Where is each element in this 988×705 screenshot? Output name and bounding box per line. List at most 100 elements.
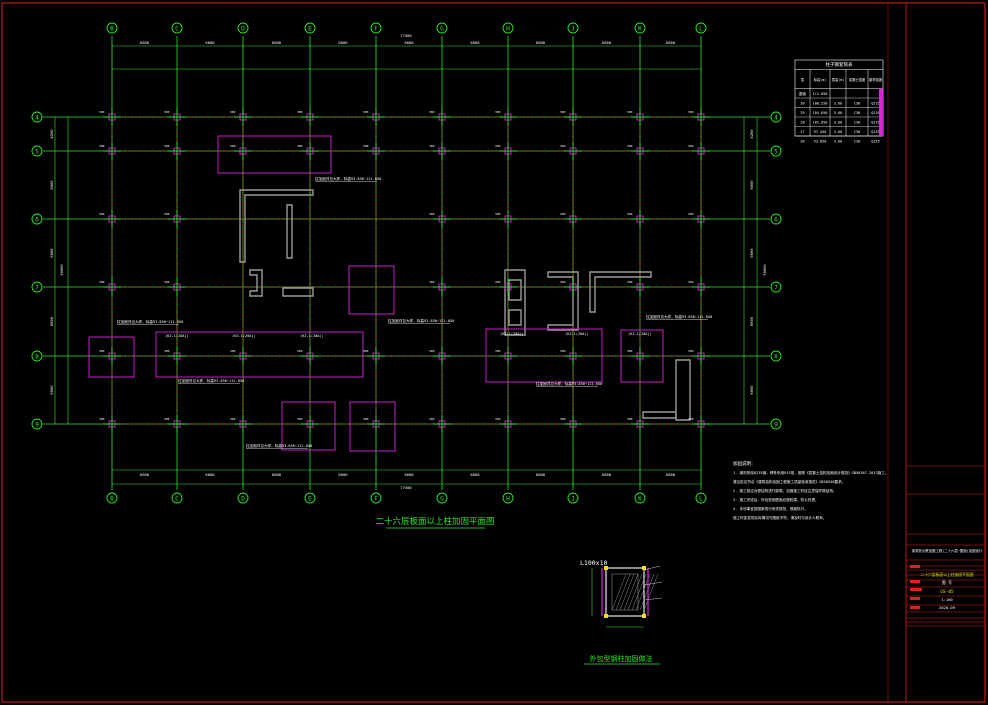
- axis-bubble: [695, 492, 707, 504]
- callout-text: 柱加固详见大样，标高93.850~111.050: [646, 314, 712, 319]
- column-label: 300: [627, 110, 633, 114]
- column-label: 300: [627, 417, 633, 421]
- detail-hatch: [631, 573, 647, 611]
- dimension-text: 6600: [404, 40, 414, 45]
- column-label: 300: [627, 212, 633, 216]
- columns: 300 300 300 300 300 300 300 300 300 300 300 300 300 3…: [99, 108, 710, 433]
- table-cell: 26: [800, 140, 804, 144]
- detail-title: 外包型钢柱加固做法: [590, 654, 653, 663]
- axis-bubble-label: L: [699, 495, 703, 502]
- detail-hatch: [611, 573, 627, 611]
- strengthening-zones: [88, 135, 664, 452]
- column-label: 300: [99, 212, 105, 216]
- table-cell: 97.450: [814, 130, 827, 134]
- table-header: 层: [801, 77, 805, 82]
- axis-bubble-label: 9: [35, 421, 39, 428]
- core-wall: [239, 189, 314, 263]
- core-wall: [504, 269, 526, 336]
- column-label: 300: [688, 417, 694, 421]
- column-label: 300: [99, 417, 105, 421]
- axis-bubble: [171, 492, 183, 504]
- column-label: 300: [627, 349, 633, 353]
- column-label: 300: [363, 110, 369, 114]
- axis-bubble: [31, 145, 43, 157]
- dimension-overall: 77400: [400, 485, 412, 490]
- dimension-text: 6600: [536, 40, 546, 45]
- strengthening-zone-box: [349, 401, 396, 452]
- axis-bubble-label: 4: [774, 114, 778, 121]
- table-cell: 3.60: [834, 121, 842, 125]
- table-cell: C30: [854, 130, 860, 134]
- detail-hatch: [623, 573, 639, 611]
- column-label: 300: [164, 417, 170, 421]
- column-tag: (KZ-1(20A)): [500, 332, 524, 336]
- axis-bubble: [770, 145, 782, 157]
- axis-bubble: [106, 492, 118, 504]
- table-cell: Q235: [871, 130, 879, 134]
- column-label: 300: [688, 349, 694, 353]
- axis-bubble: [502, 492, 514, 504]
- column-label: 300: [688, 212, 694, 216]
- axis-bubble-label: 8: [774, 353, 778, 360]
- dimension-text: 6600: [749, 316, 754, 326]
- detail-hatch: [619, 573, 635, 611]
- note-line: 灌注胶应符合《建筑结构加固工程施工质量验收规范》GB50550要求。: [733, 479, 845, 484]
- dimension-text: 6600: [140, 40, 150, 45]
- axis-bubble-label: F: [374, 495, 378, 502]
- table-cell: 3.60: [834, 140, 842, 144]
- dimension-text: 6600: [205, 40, 215, 45]
- core-wall: [249, 269, 263, 297]
- column-label: 300: [99, 144, 105, 148]
- dimension-overall: 77400: [400, 33, 412, 38]
- axis-bubble: [502, 22, 514, 34]
- column-label: 300: [560, 144, 566, 148]
- tb-date: 2020.09: [939, 605, 956, 610]
- core-walls: [239, 189, 691, 421]
- table-header: 混凝土强度: [849, 77, 866, 82]
- strengthening-zone-box: [88, 336, 135, 378]
- axis-bubble-label: 7: [35, 284, 39, 291]
- column-label: 300: [688, 110, 694, 114]
- column-label: 300: [230, 349, 236, 353]
- detail-angle-steel: [604, 566, 608, 570]
- dimension-text: 4200: [749, 129, 754, 139]
- axis-bubble: [370, 492, 382, 504]
- dimension-text: 6600: [49, 385, 54, 395]
- strengthening-zone-box: [485, 328, 603, 383]
- table-cell: 30: [800, 102, 804, 106]
- column-label: 300: [560, 110, 566, 114]
- axis-bubble: [770, 213, 782, 225]
- axis-bubble-label: 5: [35, 148, 39, 155]
- column-label: 300: [99, 280, 105, 284]
- note-line: 3. 施工完成后，外包型钢表面应做防腐、防火处理。: [733, 497, 819, 502]
- detail-hatch: [615, 573, 631, 611]
- axis-bubble: [370, 22, 382, 34]
- dimension-text: 6600: [666, 40, 676, 45]
- axis-bubble-label: J: [571, 495, 575, 502]
- column-label: 300: [164, 110, 170, 114]
- tb-project: 某商务大厦加固工程(二十六层~屋面)加固设计: [912, 548, 983, 553]
- column-label: 300: [297, 110, 303, 114]
- axis-bubble-label: E: [308, 25, 312, 32]
- axis-bubble-label: G: [440, 25, 444, 32]
- table-cell: Q235: [871, 140, 879, 144]
- table-cell: 101.050: [813, 121, 828, 125]
- table-cell: C30: [854, 111, 860, 115]
- core-wall: [675, 359, 691, 421]
- axis-bubble: [237, 492, 249, 504]
- table-cell: 3.60: [834, 102, 842, 106]
- axis-bubble-label: 9: [774, 421, 778, 428]
- column-label: 300: [429, 417, 435, 421]
- axis-bubble-label: 5: [774, 148, 778, 155]
- detail-hatch: [643, 573, 659, 611]
- titleblock-stamp: [910, 580, 920, 583]
- axis-bubble-label: J: [571, 25, 575, 32]
- callout-text: 柱加固详见大样，标高93.850~111.050: [178, 378, 244, 383]
- axis-bubble: [304, 22, 316, 34]
- axis-bubble-label: 6: [35, 216, 39, 223]
- axis-bubble: [31, 281, 43, 293]
- column-label: 300: [495, 280, 501, 284]
- tb-scale: 1:100: [941, 597, 953, 602]
- column-label: 300: [560, 212, 566, 216]
